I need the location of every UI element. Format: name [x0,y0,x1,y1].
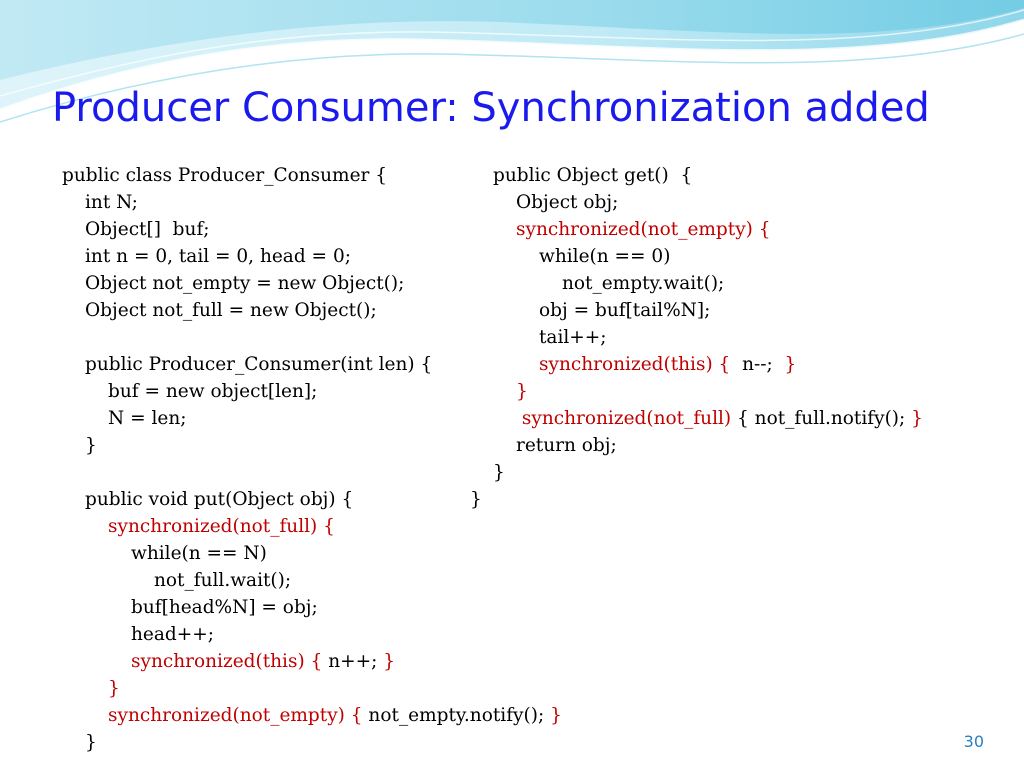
code-text: int n = 0, tail = 0, head = 0; [85,246,351,267]
code-text: Object[] buf; [85,219,210,240]
code-line: obj = buf[tail%N]; [539,297,710,324]
code-line: } [470,486,482,513]
code-line: } [493,459,505,486]
page-number: 30 [963,732,984,751]
code-text: int N; [85,192,138,213]
code-text: } [493,462,505,483]
code-line: synchronized(not_full) { not_full.notify… [516,405,923,432]
sync-keyword: } [550,705,562,726]
code-text: return obj; [516,435,617,456]
code-text: buf[head%N] = obj; [131,597,318,618]
code-line: buf = new object[len]; [108,378,317,405]
sync-keyword: } [516,381,528,402]
sync-keyword: synchronized(this) { [539,354,743,375]
code-text: not_empty.wait(); [562,273,725,294]
code-line: int N; [85,189,138,216]
code-line: synchronized(not_full) { [108,513,335,540]
sync-keyword: } [108,678,120,699]
code-text: buf = new object[len]; [108,381,318,402]
sync-keyword: } [784,354,797,375]
code-line: Object not_empty = new Object(); [85,270,404,297]
code-line: head++; [131,621,214,648]
code-line: } [85,432,97,459]
code-line: not_full.wait(); [154,567,291,594]
code-line: public void put(Object obj) { [85,486,353,513]
code-line: synchronized(not_empty) { [516,216,771,243]
code-line: public class Producer_Consumer { [62,162,387,189]
code-line: while(n == 0) [539,243,670,270]
sync-keyword: } [911,408,923,429]
code-line: N = len; [108,405,186,432]
code-text: Object obj; [516,192,619,213]
code-line: public Producer_Consumer(int len) { [85,351,432,378]
code-text: not_empty.notify(); [368,705,551,726]
code-line: Object obj; [516,189,618,216]
code-text: public class Producer_Consumer { [62,165,388,186]
code-line: } [516,378,528,405]
sync-keyword: } [383,651,396,672]
code-text: } [85,435,97,456]
code-text: head++; [131,624,214,645]
code-line: int n = 0, tail = 0, head = 0; [85,243,351,270]
code-text: { not_full.notify(); [737,408,912,429]
sync-keyword: synchronized(not_empty) { [516,219,771,240]
code-line: Object not_full = new Object(); [85,297,377,324]
code-line: buf[head%N] = obj; [131,594,318,621]
code-text: n++; [328,651,384,672]
code-text: } [85,732,97,753]
code-line: synchronized(not_empty) { not_empty.noti… [108,702,562,729]
code-text: while(n == 0) [539,246,671,267]
code-text: while(n == N) [131,543,267,564]
wave-header-decoration [0,0,1024,123]
code-text: obj = buf[tail%N]; [539,300,711,321]
sync-keyword: synchronized(not_empty) { [108,705,369,726]
code-line: return obj; [516,432,617,459]
sync-keyword: synchronized(not_full) { [108,516,335,537]
code-text: public Object get() { [493,165,693,186]
code-text: } [470,489,482,510]
code-text: Object not_empty = new Object(); [85,273,405,294]
sync-keyword: synchronized(this) { [131,651,329,672]
code-line: public Object get() { [493,162,692,189]
code-text: Object not_full = new Object(); [85,300,377,321]
code-line: synchronized(this) { n++; } [131,648,395,675]
code-line: Object[] buf; [85,216,210,243]
code-line: } [108,675,120,702]
code-line: } [85,729,97,756]
code-text: tail++; [539,327,607,348]
code-line: synchronized(this) { n--; } [539,351,796,378]
sync-keyword: synchronized(not_full) [516,408,738,429]
code-text: not_full.wait(); [154,570,292,591]
code-text: public Producer_Consumer(int len) { [85,354,433,375]
code-text: n--; [742,354,785,375]
code-text: N = len; [108,408,187,429]
code-text: public void put(Object obj) { [85,489,354,510]
slide-title: Producer Consumer: Synchronization added [52,85,930,131]
code-line: tail++; [539,324,607,351]
code-line: while(n == N) [131,540,267,567]
code-line: not_empty.wait(); [562,270,724,297]
